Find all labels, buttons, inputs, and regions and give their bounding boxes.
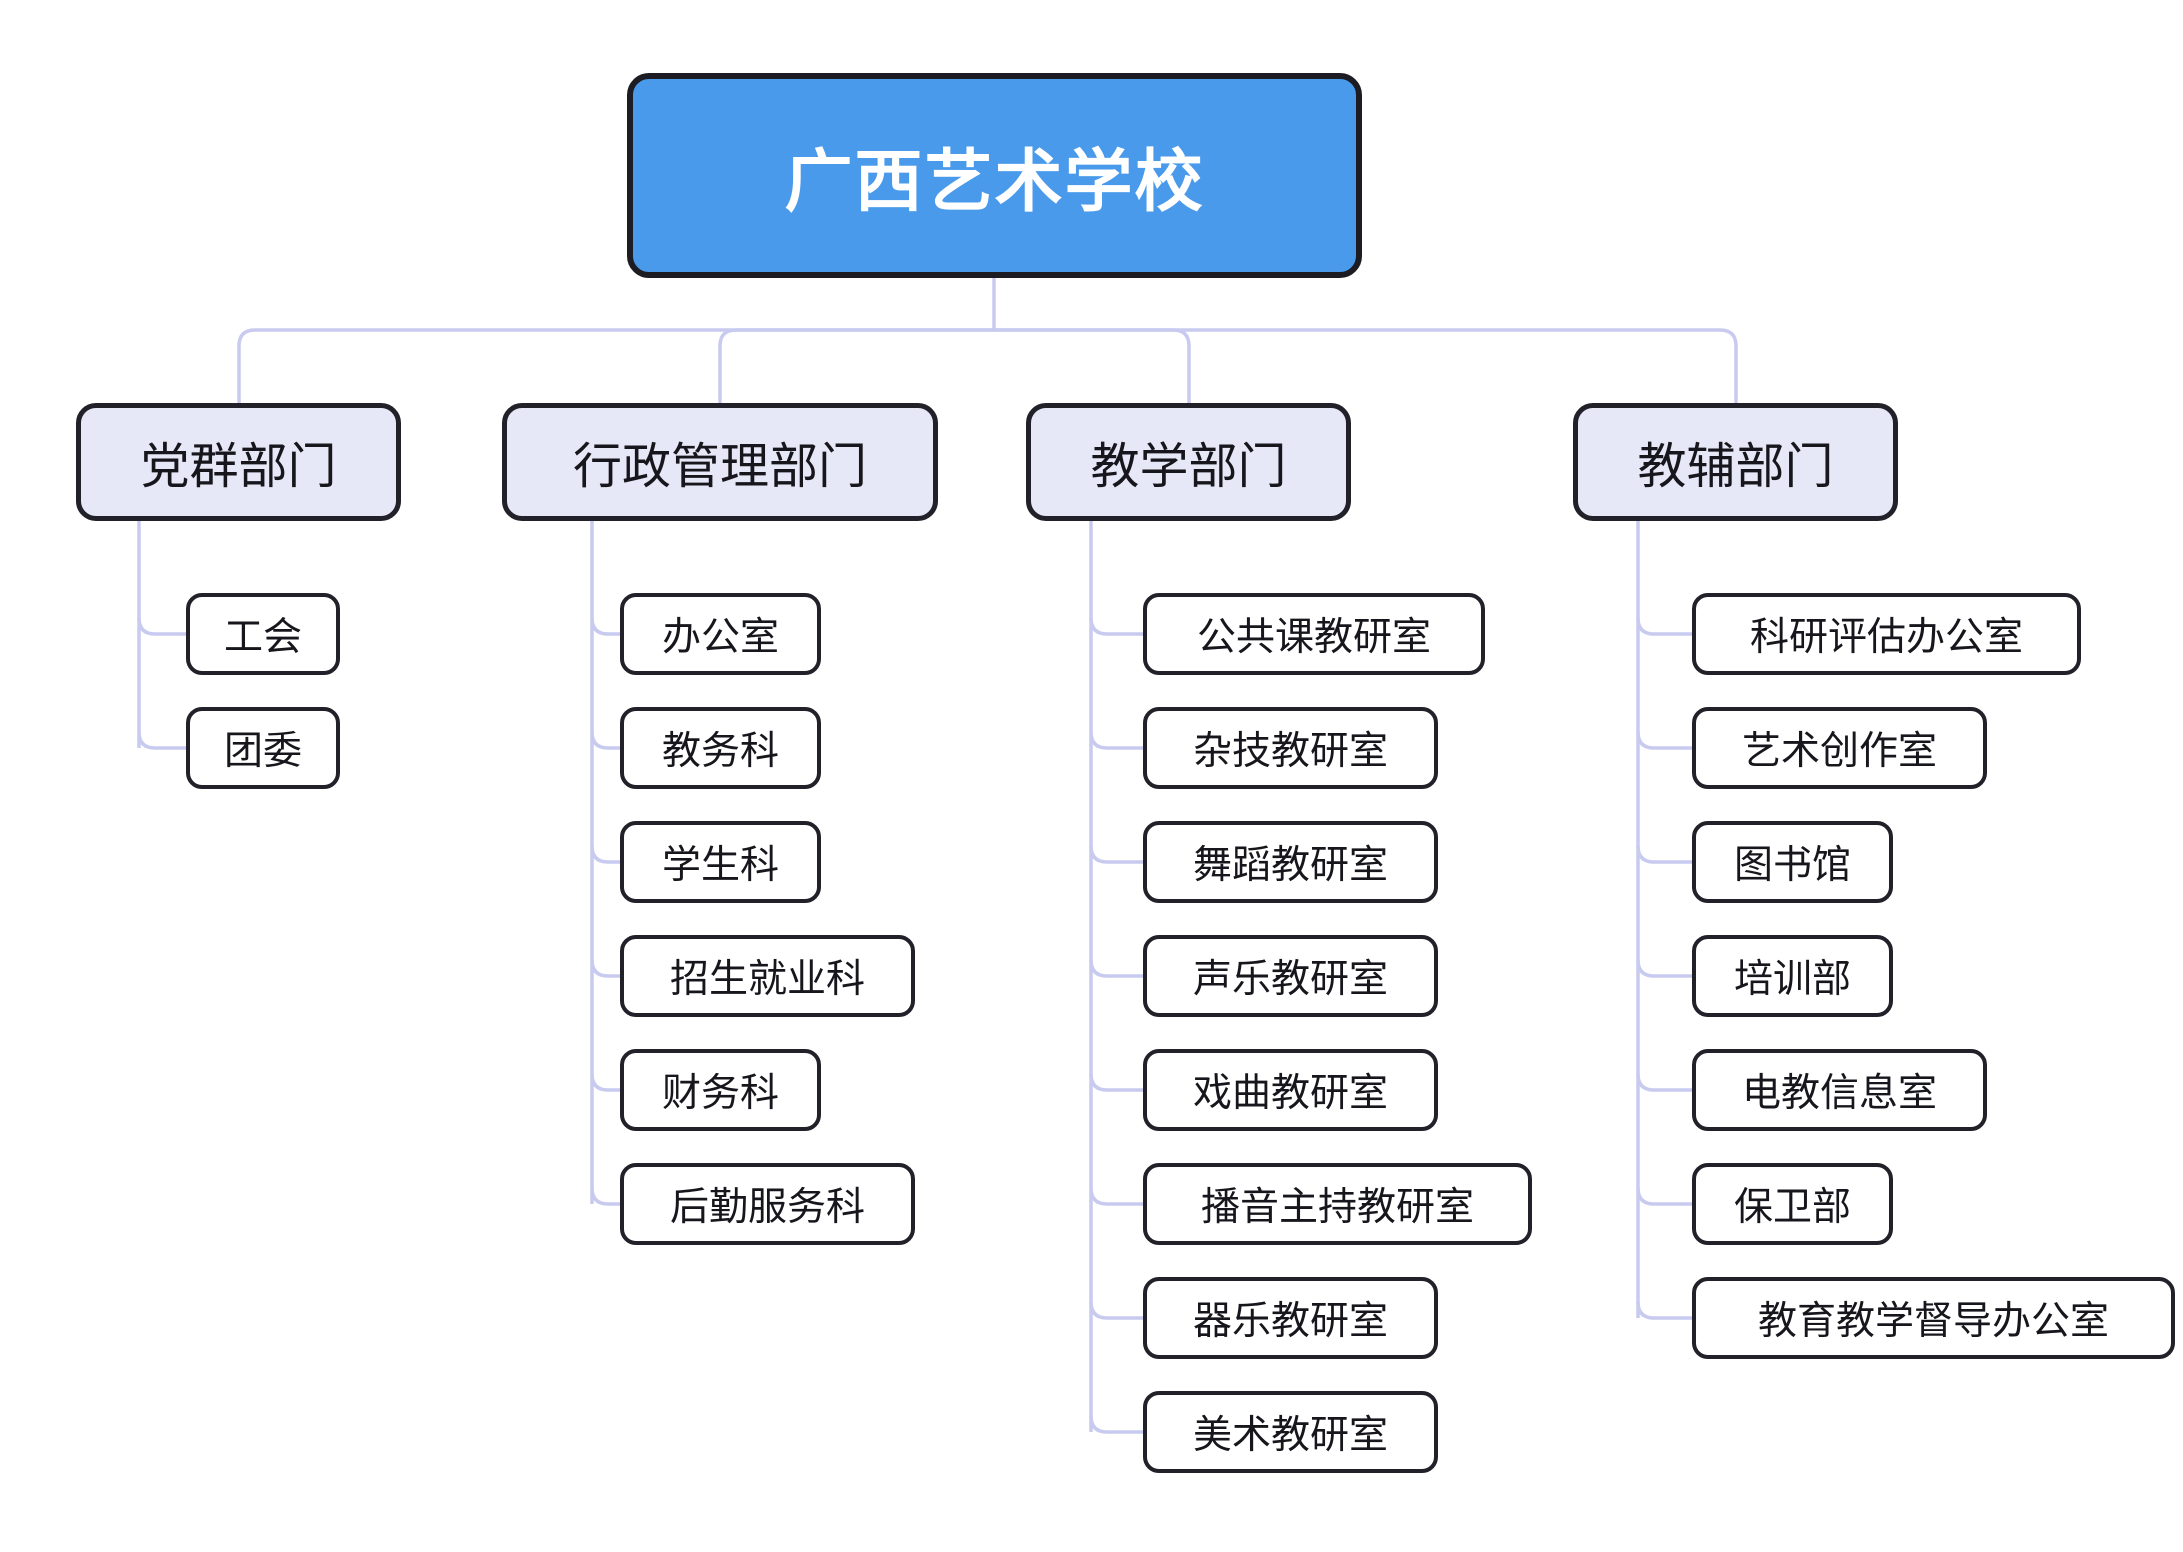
leaf-node-label: 科研评估办公室 xyxy=(1749,616,2023,659)
leaf-node[interactable]: 学生科 xyxy=(620,821,821,903)
branch-node-label: 教学部门 xyxy=(1090,439,1287,494)
leaf-node[interactable]: 杂技教研室 xyxy=(1143,707,1438,789)
leaf-node-label: 财务科 xyxy=(661,1072,779,1115)
leaf-node[interactable]: 教务科 xyxy=(620,707,821,789)
leaf-node-label: 团委 xyxy=(223,730,302,773)
leaf-node[interactable]: 教育教学督导办公室 xyxy=(1692,1277,2175,1359)
root-node[interactable]: 广西艺术学校 xyxy=(627,73,1362,278)
root-node-label: 广西艺术学校 xyxy=(784,144,1205,220)
leaf-node[interactable]: 舞蹈教研室 xyxy=(1143,821,1438,903)
leaf-node-label: 教育教学督导办公室 xyxy=(1757,1300,2109,1343)
leaf-node[interactable]: 招生就业科 xyxy=(620,935,915,1017)
leaf-node-label: 工会 xyxy=(223,616,302,659)
leaf-node-label: 学生科 xyxy=(661,844,779,887)
leaf-node[interactable]: 戏曲教研室 xyxy=(1143,1049,1438,1131)
leaf-node[interactable]: 培训部 xyxy=(1692,935,1893,1017)
leaf-node-label: 办公室 xyxy=(661,616,779,659)
leaf-node-label: 戏曲教研室 xyxy=(1192,1072,1388,1115)
leaf-node[interactable]: 公共课教研室 xyxy=(1143,593,1485,675)
leaf-node[interactable]: 播音主持教研室 xyxy=(1143,1163,1532,1245)
branch-node[interactable]: 行政管理部门 xyxy=(502,403,938,521)
leaf-node-label: 公共课教研室 xyxy=(1196,616,1431,659)
leaf-node-label: 器乐教研室 xyxy=(1192,1300,1388,1343)
leaf-node[interactable]: 后勤服务科 xyxy=(620,1163,915,1245)
leaf-node-label: 招生就业科 xyxy=(669,958,865,1001)
leaf-node[interactable]: 图书馆 xyxy=(1692,821,1893,903)
branch-node-label: 党群部门 xyxy=(140,439,337,494)
leaf-node-label: 图书馆 xyxy=(1733,844,1851,887)
leaf-node[interactable]: 团委 xyxy=(186,707,340,789)
leaf-node[interactable]: 美术教研室 xyxy=(1143,1391,1438,1473)
branch-node[interactable]: 教辅部门 xyxy=(1573,403,1898,521)
leaf-node[interactable]: 工会 xyxy=(186,593,340,675)
leaf-node-label: 美术教研室 xyxy=(1192,1414,1388,1457)
leaf-node[interactable]: 办公室 xyxy=(620,593,821,675)
leaf-node[interactable]: 声乐教研室 xyxy=(1143,935,1438,1017)
leaf-node[interactable]: 财务科 xyxy=(620,1049,821,1131)
leaf-node[interactable]: 器乐教研室 xyxy=(1143,1277,1438,1359)
leaf-node-label: 培训部 xyxy=(1733,958,1851,1001)
leaf-node[interactable]: 电教信息室 xyxy=(1692,1049,1987,1131)
leaf-node-label: 播音主持教研室 xyxy=(1200,1186,1474,1229)
leaf-node-label: 后勤服务科 xyxy=(669,1186,865,1229)
leaf-node-label: 艺术创作室 xyxy=(1741,730,1937,773)
leaf-node[interactable]: 科研评估办公室 xyxy=(1692,593,2081,675)
branch-node-label: 行政管理部门 xyxy=(572,439,867,494)
leaf-node-label: 杂技教研室 xyxy=(1192,730,1388,773)
leaf-node-label: 保卫部 xyxy=(1733,1186,1851,1229)
branch-node-label: 教辅部门 xyxy=(1637,439,1834,494)
leaf-node-label: 舞蹈教研室 xyxy=(1192,844,1388,887)
leaf-node-label: 声乐教研室 xyxy=(1192,958,1388,1001)
leaf-node[interactable]: 艺术创作室 xyxy=(1692,707,1987,789)
leaf-node[interactable]: 保卫部 xyxy=(1692,1163,1893,1245)
branch-node[interactable]: 教学部门 xyxy=(1026,403,1351,521)
leaf-node-label: 教务科 xyxy=(661,730,779,773)
leaf-node-label: 电教信息室 xyxy=(1741,1072,1937,1115)
branch-node[interactable]: 党群部门 xyxy=(76,403,401,521)
